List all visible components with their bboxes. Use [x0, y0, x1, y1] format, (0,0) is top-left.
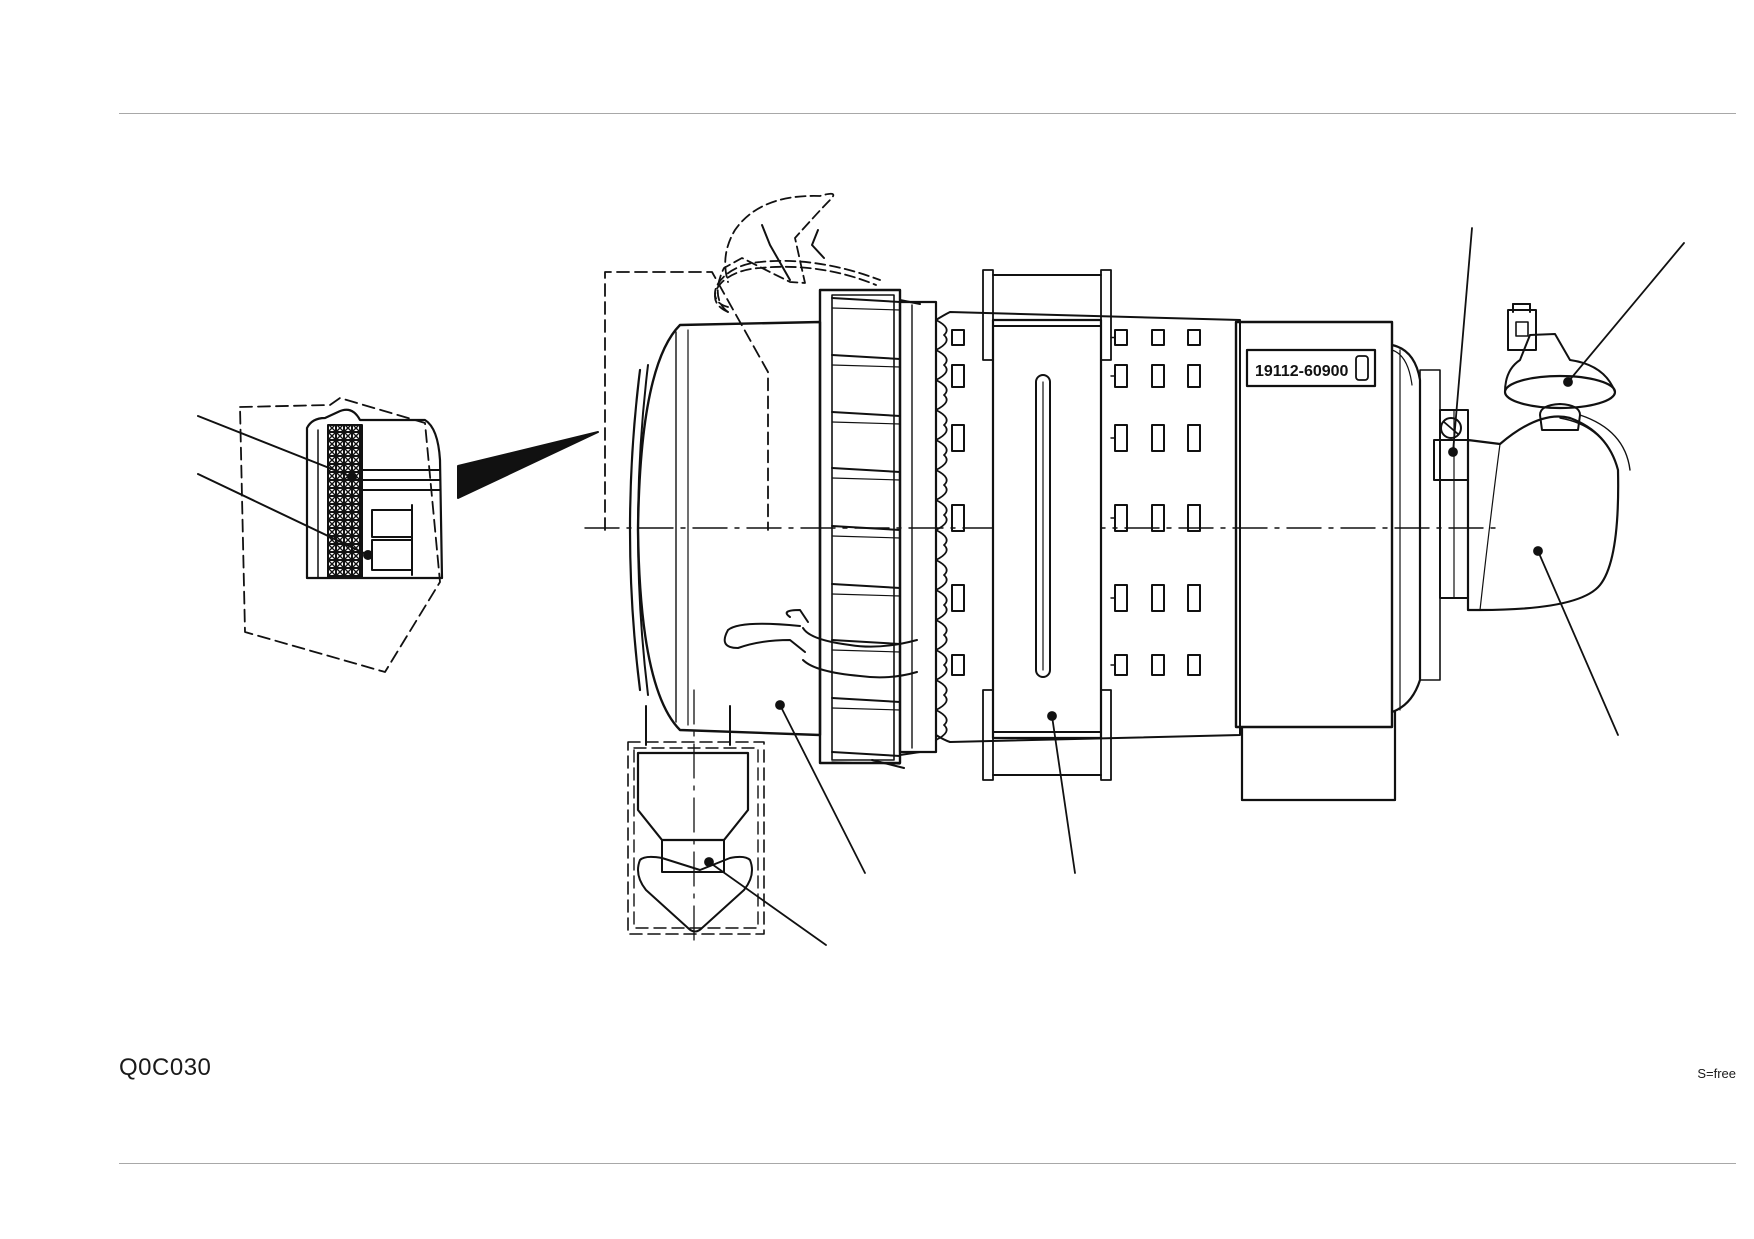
- body-window: [1187, 654, 1201, 676]
- body-window: [1114, 364, 1128, 388]
- latch-open-position: [716, 192, 835, 313]
- body-window: [1114, 584, 1128, 612]
- center-band: [991, 318, 1103, 740]
- flange-rib: [831, 751, 901, 757]
- flange-rib-edge: [831, 593, 901, 597]
- flange-rib-edge: [831, 761, 901, 765]
- callout-leaders: [704, 227, 1685, 946]
- flange-rib: [831, 354, 901, 360]
- flange-rib: [831, 583, 901, 589]
- body-window: [1187, 329, 1201, 346]
- detail-arrow: [457, 431, 599, 499]
- part-label-text: 19112-60900: [1255, 363, 1349, 380]
- body-window: [1151, 654, 1165, 676]
- bottom-rule: [119, 1163, 1736, 1164]
- center-slot: [1035, 374, 1051, 678]
- flange-rib-edge: [831, 364, 901, 368]
- body-window: [951, 364, 965, 388]
- latch-clip: [723, 609, 918, 679]
- body-window: [1187, 364, 1201, 388]
- drawing-code: Q0C030: [119, 1054, 212, 1081]
- body-window: [951, 584, 965, 612]
- body-window: [1114, 329, 1128, 346]
- dust-valve: [627, 689, 765, 946]
- flange-rib: [831, 467, 901, 473]
- flange-rib-edge: [831, 421, 901, 425]
- detail-inset: [197, 397, 599, 673]
- body-window: [1151, 504, 1165, 532]
- body-window: [1151, 364, 1165, 388]
- body-window: [951, 424, 965, 452]
- flange-rib: [831, 411, 901, 417]
- outlet-elbow: [1433, 303, 1631, 612]
- body-window: [1114, 654, 1128, 676]
- flange-ribs: [831, 297, 901, 765]
- body-window: [951, 654, 965, 676]
- flange-rib-edge: [831, 649, 901, 653]
- flange-rib-edge: [831, 535, 901, 539]
- flange-rib-edge: [831, 477, 901, 481]
- hose-clamp: [1433, 439, 1469, 481]
- body-window: [1114, 504, 1128, 532]
- body-window: [951, 329, 965, 346]
- body-window: [1187, 424, 1201, 452]
- filter-body: [935, 269, 1241, 781]
- body-window: [1151, 424, 1165, 452]
- flange-rib: [831, 525, 901, 531]
- body-window: [1187, 504, 1201, 532]
- flange-rib-edge: [831, 307, 901, 311]
- flange-rib: [831, 697, 901, 703]
- body-window: [1114, 424, 1128, 452]
- body-window: [1187, 584, 1201, 612]
- body-window: [951, 504, 965, 532]
- end-cover: [628, 260, 881, 737]
- flange-rib: [831, 297, 901, 303]
- body-window: [1151, 584, 1165, 612]
- flange-rib-edge: [831, 707, 901, 711]
- right-housing: 19112-60900: [1234, 320, 1441, 802]
- part-label-box: [1245, 348, 1377, 388]
- seal-section: [327, 424, 363, 578]
- flange-rib: [831, 639, 901, 645]
- body-window: [1151, 329, 1165, 346]
- top-rule: [119, 113, 1736, 114]
- scale-note: S=free: [1697, 1066, 1736, 1081]
